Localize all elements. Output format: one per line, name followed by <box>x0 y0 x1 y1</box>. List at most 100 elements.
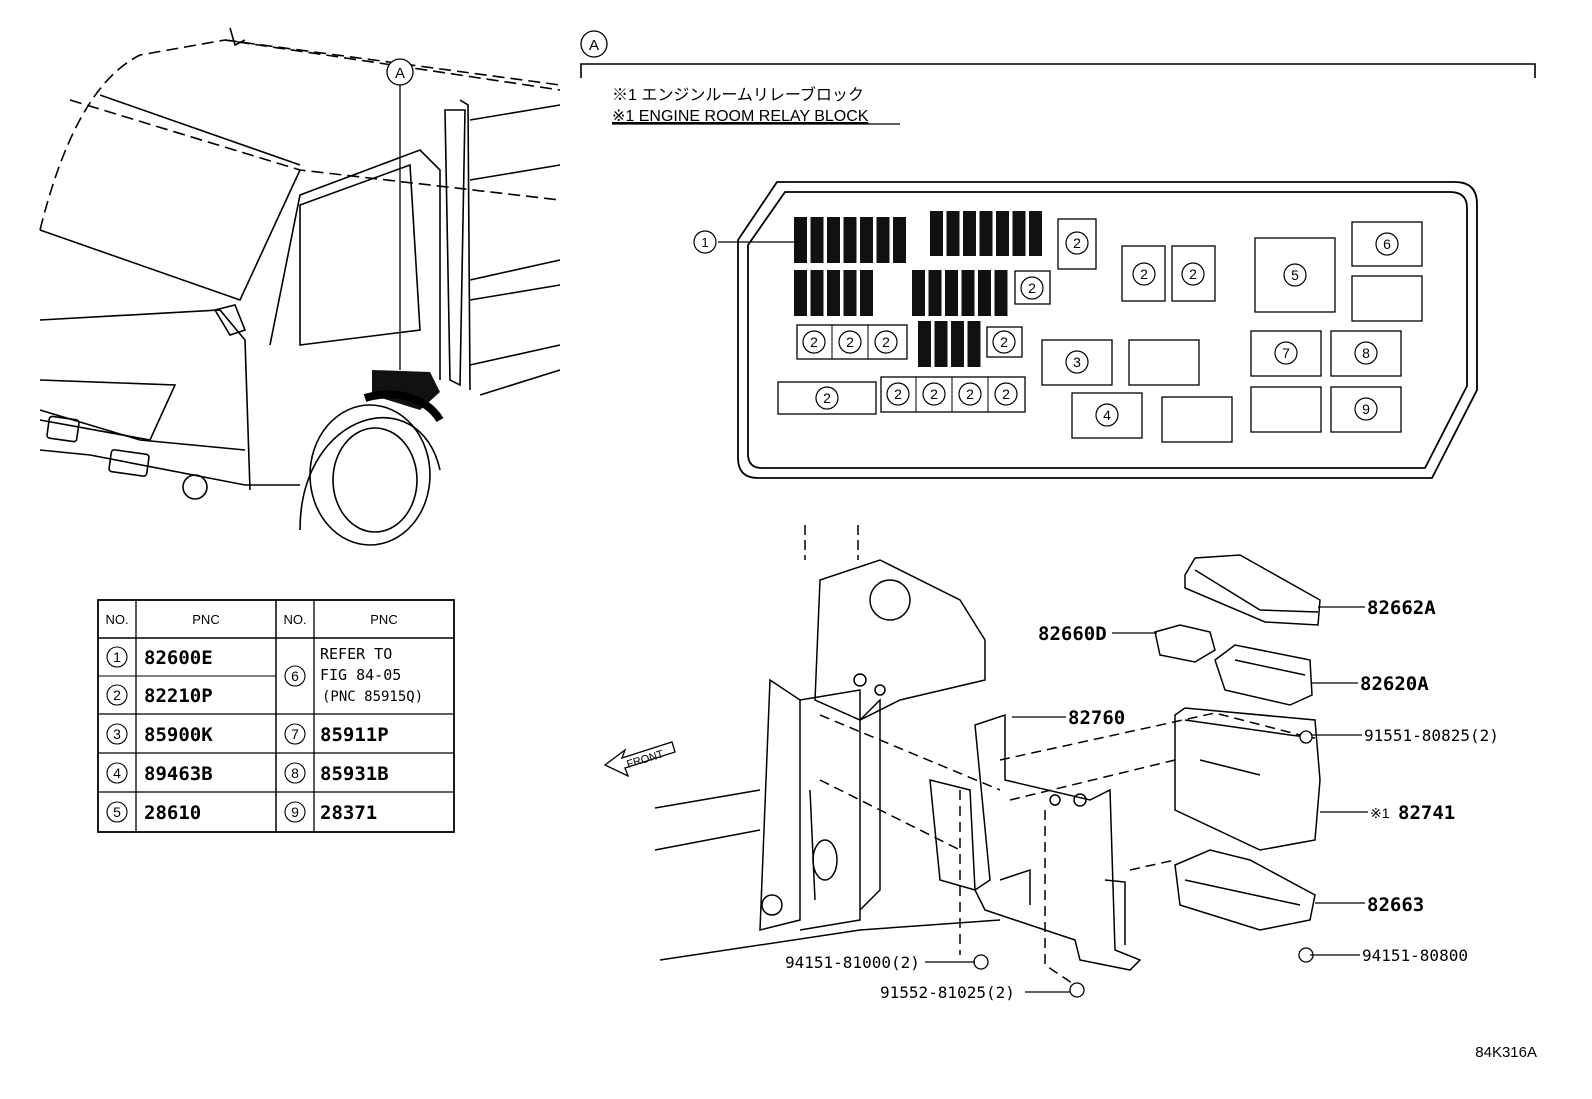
fuse-2-0 <box>794 270 807 316</box>
table-no-4: 4 <box>113 765 121 781</box>
fuse-1-0 <box>930 211 943 256</box>
slot-callout-2-12: 2 <box>1181 262 1205 286</box>
label-82660D: 82660D <box>1038 623 1107 645</box>
slot-number-text: 2 <box>810 334 818 350</box>
fuse-banks <box>794 211 1042 367</box>
slot-numbers: 2 2 2 2 2 2 2 2 2 2 2 2 2 5 6 3 4 7 8 9 <box>802 231 1399 427</box>
slot-number-text: 3 <box>1073 354 1081 370</box>
slot-number-text: 2 <box>1028 280 1036 296</box>
fuse-0-5 <box>876 217 890 263</box>
table-pnc-8: 85931B <box>320 763 389 785</box>
relay-callout-1: 1 <box>693 230 717 254</box>
slot-callout-2-3: 2 <box>802 330 826 354</box>
slot-dividers <box>831 325 989 412</box>
fuse-0-6 <box>893 217 906 263</box>
slot-number-text: 9 <box>1362 401 1370 417</box>
view-a-label-truck: A <box>395 65 405 82</box>
view-a-bracket <box>580 63 1536 78</box>
table-header-no-2: NO. <box>283 612 306 627</box>
label-91551-80825: 91551-80825(2) <box>1364 726 1499 745</box>
view-a-label-header: A <box>589 37 599 54</box>
fuse-2-1 <box>810 270 824 316</box>
table-no-3: 3 <box>113 726 121 742</box>
parts-table: NO. PNC NO. PNC 1 2 3 4 5 6 7 8 9 <box>97 599 455 833</box>
slot-boxes <box>777 218 1423 443</box>
slot-number-text: 2 <box>882 334 890 350</box>
truck-illustration <box>39 27 561 546</box>
table-no-7: 7 <box>291 726 299 742</box>
fuse-0-1 <box>810 217 824 263</box>
part-leaders <box>925 606 1368 993</box>
table-no-9: 9 <box>291 804 299 820</box>
slot-callout-8-18: 8 <box>1354 341 1378 365</box>
fuse-4-3 <box>967 321 981 367</box>
fuse-4-1 <box>934 321 948 367</box>
fuse-3-1 <box>928 270 942 316</box>
slot-number-text: 4 <box>1103 407 1111 423</box>
label-82741-prefix: ※1 <box>1370 805 1390 821</box>
fuse-4-0 <box>918 321 931 367</box>
fuse-1-5 <box>1012 211 1026 256</box>
slot-number-text: 2 <box>1073 235 1081 251</box>
slot-number-text: 2 <box>1189 266 1197 282</box>
engine-room-note-jp: ※1 エンジンルームリレーブロック <box>612 85 864 104</box>
slot-number-text: 6 <box>1383 236 1391 252</box>
slot-callout-2-10: 2 <box>994 382 1018 406</box>
label-82760: 82760 <box>1068 707 1125 729</box>
slot-callout-5-13: 5 <box>1283 263 1307 287</box>
table-header-no-1: NO. <box>105 612 128 627</box>
slot-number-text: 2 <box>823 390 831 406</box>
slot-number-text: 2 <box>1000 334 1008 350</box>
slot-number-text: 2 <box>846 334 854 350</box>
engine-room-note-en: ※1 ENGINE ROOM RELAY BLOCK <box>612 108 869 125</box>
fuse-3-3 <box>961 270 975 316</box>
label-82662A: 82662A <box>1367 597 1436 619</box>
fuse-2-3 <box>843 270 857 316</box>
slot-callout-9-19: 9 <box>1354 397 1378 421</box>
table-pnc-3: 85900K <box>144 724 213 746</box>
fuse-3-2 <box>945 270 958 316</box>
table-no-6: 6 <box>291 668 299 684</box>
bracket-assembly-drawing <box>654 525 1301 986</box>
slot-callout-2-6: 2 <box>815 386 839 410</box>
fuse-0-4 <box>860 217 873 263</box>
slot-callout-4-16: 4 <box>1095 403 1119 427</box>
table-pnc-5: 28610 <box>144 802 201 824</box>
relay-block-outline <box>737 181 1478 479</box>
view-a-callout-header: A <box>580 30 608 58</box>
slot-callout-7-17: 7 <box>1274 341 1298 365</box>
table-pnc-9: 28371 <box>320 802 377 824</box>
fuse-4-2 <box>951 321 964 367</box>
fuse-1-6 <box>1029 211 1042 256</box>
slot-callout-2-8: 2 <box>922 382 946 406</box>
relay-case-parts <box>1154 554 1321 931</box>
table-pnc-7: 85911P <box>320 724 389 746</box>
table-no-2: 2 <box>113 687 121 703</box>
slot-callout-3-15: 3 <box>1065 350 1089 374</box>
slot-number-text: 2 <box>1002 386 1010 402</box>
table-no-5: 5 <box>113 804 121 820</box>
table-header-pnc-1: PNC <box>192 612 219 627</box>
slot-number-text: 8 <box>1362 345 1370 361</box>
label-82741: 82741 <box>1398 802 1455 824</box>
fuse-2-4 <box>860 270 873 316</box>
fuse-1-4 <box>996 211 1009 256</box>
slot-number-text: 2 <box>1140 266 1148 282</box>
table-no-1: 1 <box>113 649 121 665</box>
slot-number-text: 2 <box>894 386 902 402</box>
fender-bracket-mark <box>363 390 444 423</box>
slot-callout-2-0: 2 <box>1065 231 1089 255</box>
fuse-0-2 <box>827 217 840 263</box>
slot-callout-2-11: 2 <box>1132 262 1156 286</box>
label-94151-81000: 94151-81000(2) <box>785 953 920 972</box>
slot-callout-2-7: 2 <box>886 382 910 406</box>
slot-number-text: 2 <box>966 386 974 402</box>
view-a-callout-truck: A <box>386 58 414 86</box>
label-91552-81025: 91552-81025(2) <box>880 983 1015 1002</box>
fuse-0-0 <box>794 217 807 263</box>
fuse-0-3 <box>843 217 857 263</box>
slot-number-text: 5 <box>1291 267 1299 283</box>
slot-callout-6-14: 6 <box>1375 232 1399 256</box>
label-82620A: 82620A <box>1360 673 1429 695</box>
